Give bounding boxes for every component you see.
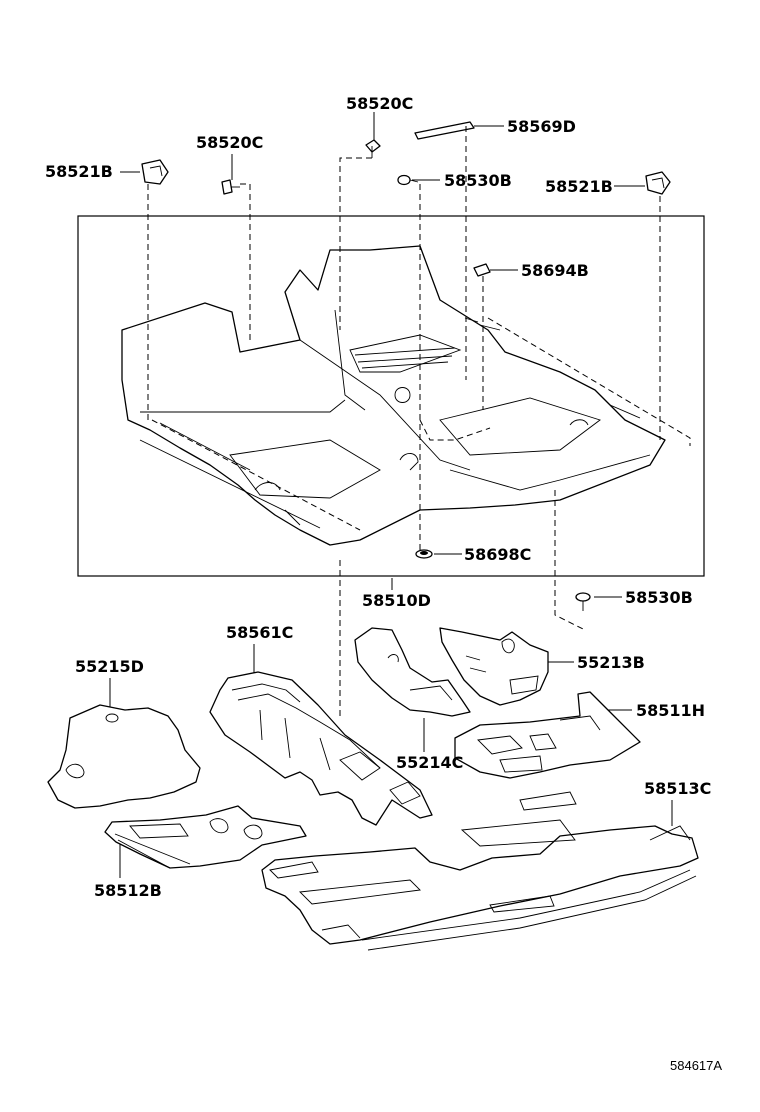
label-58698c: 58698C <box>464 545 531 564</box>
floor-carpet-assembly[interactable] <box>121 245 666 546</box>
label-58520c-left: 58520C <box>196 133 263 152</box>
grommet-58698c[interactable] <box>415 549 433 559</box>
label-58694b: 58694B <box>521 261 589 280</box>
label-58521b-right: 58521B <box>545 177 613 196</box>
label-58510d: 58510D <box>362 591 431 610</box>
label-58561c: 58561C <box>226 623 293 642</box>
clip-58520c-left[interactable] <box>221 179 240 195</box>
nut-58694b[interactable] <box>473 263 491 277</box>
console-box-58561c[interactable] <box>209 671 433 826</box>
insulator-55214c[interactable] <box>354 627 471 717</box>
label-55215d: 55215D <box>75 657 144 676</box>
fastener-58521b-right[interactable] <box>645 171 671 195</box>
label-58520c-top: 58520C <box>346 94 413 113</box>
carpet-58512b[interactable] <box>104 805 307 869</box>
fastener-58521b-left[interactable] <box>141 159 169 185</box>
clip-58520c-top[interactable] <box>365 139 381 158</box>
label-58530b-top: 58530B <box>444 171 512 190</box>
insulator-55213b[interactable] <box>439 627 549 706</box>
carpet-58511h[interactable] <box>454 691 641 779</box>
label-58530b-bottom: 58530B <box>625 588 693 607</box>
hook-58569d[interactable] <box>414 121 475 140</box>
label-58521b-left: 58521B <box>45 162 113 181</box>
carpet-58513c[interactable] <box>261 791 699 951</box>
label-55214c: 55214C <box>396 753 463 772</box>
assembly-guide-lines <box>147 126 691 718</box>
carpet-assembly-frame <box>77 215 705 577</box>
label-58511h: 58511H <box>636 701 705 720</box>
figure-id: 584617A <box>670 1058 722 1073</box>
insulator-55215d[interactable] <box>47 704 201 809</box>
label-58569d: 58569D <box>507 117 576 136</box>
label-58512b: 58512B <box>94 881 162 900</box>
bolt-58530b-bottom[interactable] <box>575 592 591 611</box>
label-58513c: 58513C <box>644 779 711 798</box>
label-55213b: 55213B <box>577 653 645 672</box>
leader-lines <box>109 112 673 878</box>
bolt-58530b-top[interactable] <box>397 174 419 186</box>
